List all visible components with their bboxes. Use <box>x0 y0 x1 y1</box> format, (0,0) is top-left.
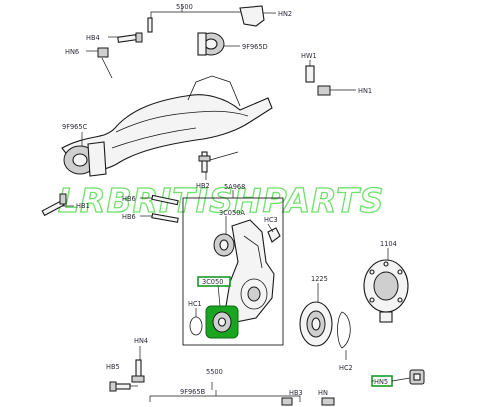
snap-ring-hc1[interactable] <box>189 316 203 336</box>
label-hb5[interactable]: HB5 <box>106 363 120 371</box>
label-hn5-selected[interactable]: HN5 <box>374 378 388 386</box>
steering-knuckle[interactable] <box>225 219 275 323</box>
label-hc2[interactable]: HC2 <box>339 364 353 372</box>
bolt-hb6-upper[interactable] <box>151 194 179 206</box>
label-hb6-b[interactable]: HB6 <box>122 213 136 221</box>
leader-lines <box>62 12 374 390</box>
knuckle-assembly <box>140 194 284 346</box>
label-hn2[interactable]: HN2 <box>278 10 292 18</box>
wheel-bearing-1225[interactable] <box>299 283 333 347</box>
bolt-hb1[interactable] <box>41 193 67 217</box>
bolt-hb4[interactable] <box>117 17 153 43</box>
bolt-hb2[interactable] <box>198 151 239 173</box>
label-hb3[interactable]: HB3 <box>289 389 303 397</box>
callout-labels: 5500 HN2 HB4 HN6 9F965D HW1 HN1 9F965C H… <box>62 3 397 397</box>
nut-hn-bottom[interactable] <box>321 397 335 406</box>
bracket-hw1[interactable] <box>305 65 356 96</box>
label-hn1[interactable]: HN1 <box>358 87 372 95</box>
lower-arm-assembly <box>109 346 335 406</box>
hub-nut-hn5[interactable] <box>409 369 425 385</box>
label-9f965d[interactable]: 9F965D <box>242 43 268 51</box>
label-hn-bottom[interactable]: HN <box>318 389 328 397</box>
upper-arm-assembly <box>41 5 356 217</box>
label-9f965c[interactable]: 9F965C <box>62 123 88 131</box>
label-hb6-a[interactable]: HB6 <box>122 195 136 203</box>
label-5a968[interactable]: 5A968 <box>224 183 245 191</box>
label-hb1[interactable]: HB1 <box>76 202 90 210</box>
bushing-9f965d[interactable] <box>197 32 225 56</box>
hub-assembly <box>299 248 425 387</box>
upper-control-arm[interactable] <box>61 94 273 173</box>
label-1104[interactable]: 1104 <box>380 240 397 248</box>
bolt-hb5[interactable] <box>109 381 131 392</box>
label-hn6[interactable]: HN6 <box>65 48 79 56</box>
label-1225[interactable]: 1225 <box>311 275 328 283</box>
bolt-hb6-lower[interactable] <box>151 213 179 223</box>
label-3c050a[interactable]: 3C050A <box>219 209 245 217</box>
label-5500-bottom[interactable]: 5500 <box>206 368 223 376</box>
label-3c050-selected[interactable]: 3C050 <box>202 278 223 286</box>
bushing-9f965c[interactable] <box>63 141 107 177</box>
label-hb2[interactable]: HB2 <box>196 182 210 190</box>
bolt-hn4[interactable] <box>131 346 145 383</box>
wheel-hub-1104[interactable] <box>363 248 409 323</box>
label-hc3[interactable]: HC3 <box>264 216 278 224</box>
label-hc1[interactable]: HC1 <box>188 300 202 308</box>
bushing-3c050a[interactable] <box>213 233 235 257</box>
label-hw1[interactable]: HW1 <box>301 52 317 60</box>
nut-hn6[interactable] <box>97 47 109 58</box>
bolt-hb3[interactable] <box>281 397 293 406</box>
highlight-3c050-box <box>197 276 231 287</box>
label-hn4[interactable]: HN4 <box>134 337 148 345</box>
clip-hn2[interactable] <box>239 5 265 27</box>
label-hb4[interactable]: HB4 <box>86 34 100 42</box>
circlip-hc2[interactable] <box>337 311 351 349</box>
label-9f965b[interactable]: 9F965B <box>180 388 206 396</box>
watermark-text: LRBRITISHPARTS <box>58 181 384 220</box>
clip-hc3[interactable] <box>267 227 281 243</box>
label-5500-top[interactable]: 5500 <box>176 3 193 11</box>
